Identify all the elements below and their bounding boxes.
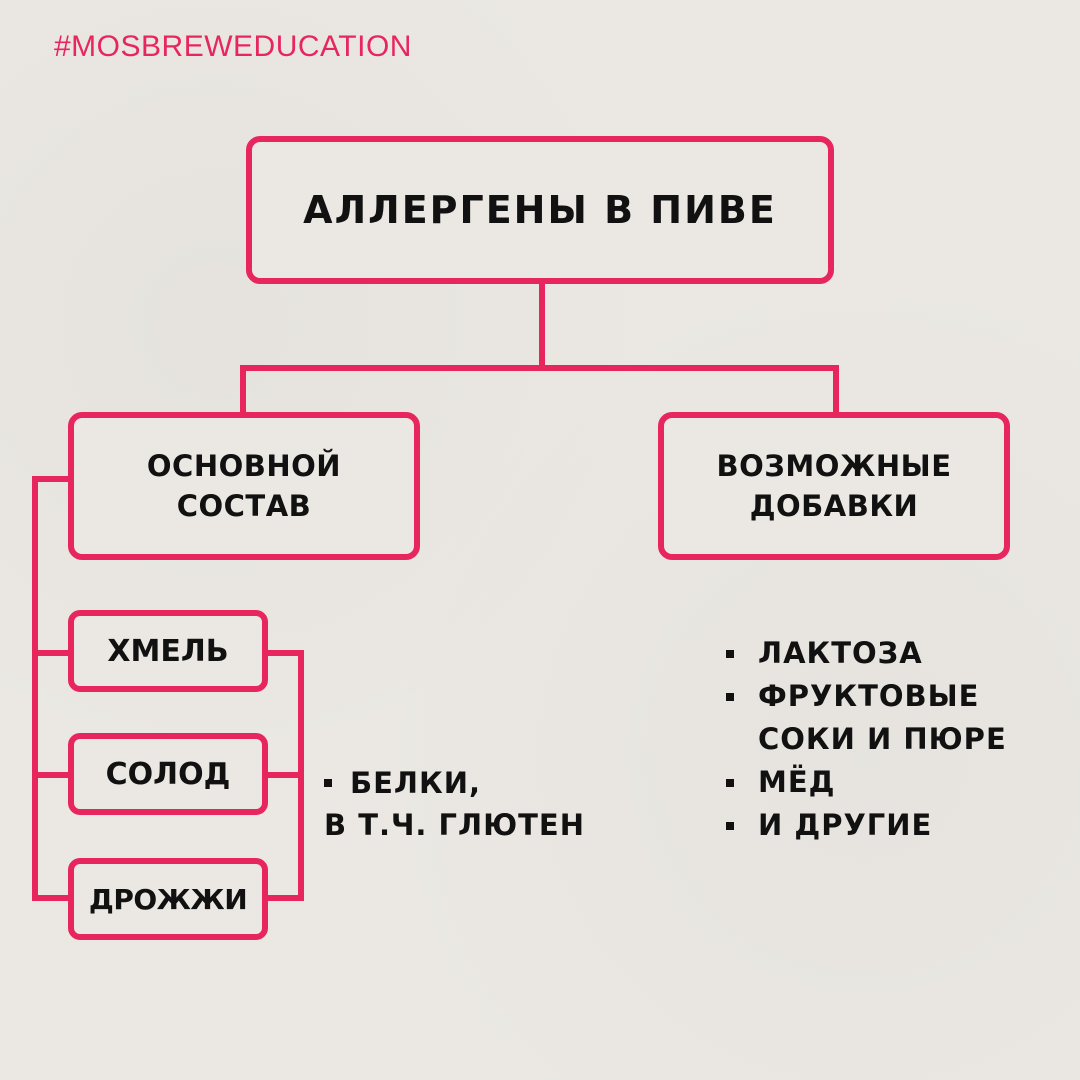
additive-item-text: И ДРУГИЕ (758, 808, 933, 842)
ingredient-box-malt: СОЛОД (68, 733, 268, 815)
list-item: ЛАКТОЗА (726, 632, 1018, 675)
composition-line-2: СОСТАВ (176, 489, 312, 523)
additives-box: ВОЗМОЖНЫЕ ДОБАВКИ (658, 412, 1010, 560)
bullet-square-icon (726, 779, 734, 787)
ingredient-label-malt: СОЛОД (105, 756, 231, 792)
additives-line-2: ДОБАВКИ (749, 489, 919, 523)
composition-box: ОСНОВНОЙ СОСТАВ (68, 412, 420, 560)
title-text: АЛЛЕРГЕНЫ В ПИВЕ (303, 188, 777, 232)
title-box: АЛЛЕРГЕНЫ В ПИВЕ (246, 136, 834, 284)
composition-line-1: ОСНОВНОЙ (146, 449, 342, 483)
additive-item-text: ФРУКТОВЫЕ СОКИ И ПЮРЕ (758, 679, 1007, 756)
proteins-line-1: БЕЛКИ, (350, 766, 481, 800)
additives-line-1: ВОЗМОЖНЫЕ (716, 449, 952, 483)
bullet-square-icon (324, 779, 332, 787)
ingredient-label-hops: ХМЕЛЬ (107, 633, 229, 669)
ingredient-box-yeast: ДРОЖЖИ (68, 858, 268, 940)
bullet-square-icon (726, 693, 734, 701)
additives-list: ЛАКТОЗА ФРУКТОВЫЕ СОКИ И ПЮРЕ МЁД И ДРУГ… (726, 632, 1018, 847)
hashtag: #MOSBREWEDUCATION (54, 30, 412, 63)
list-item: И ДРУГИЕ (726, 804, 1018, 847)
additive-item-text: МЁД (758, 765, 836, 799)
additive-item-text: ЛАКТОЗА (758, 636, 923, 670)
bullet-square-icon (726, 822, 734, 830)
list-item: ФРУКТОВЫЕ СОКИ И ПЮРЕ (726, 675, 1018, 761)
ingredient-label-yeast: ДРОЖЖИ (88, 882, 248, 916)
ingredient-box-hops: ХМЕЛЬ (68, 610, 268, 692)
proteins-note: БЕЛКИ, В Т.Ч. ГЛЮТЕН (324, 762, 585, 846)
proteins-line-2: В Т.Ч. ГЛЮТЕН (324, 808, 586, 842)
list-item: МЁД (726, 761, 1018, 804)
bullet-square-icon (726, 650, 734, 658)
